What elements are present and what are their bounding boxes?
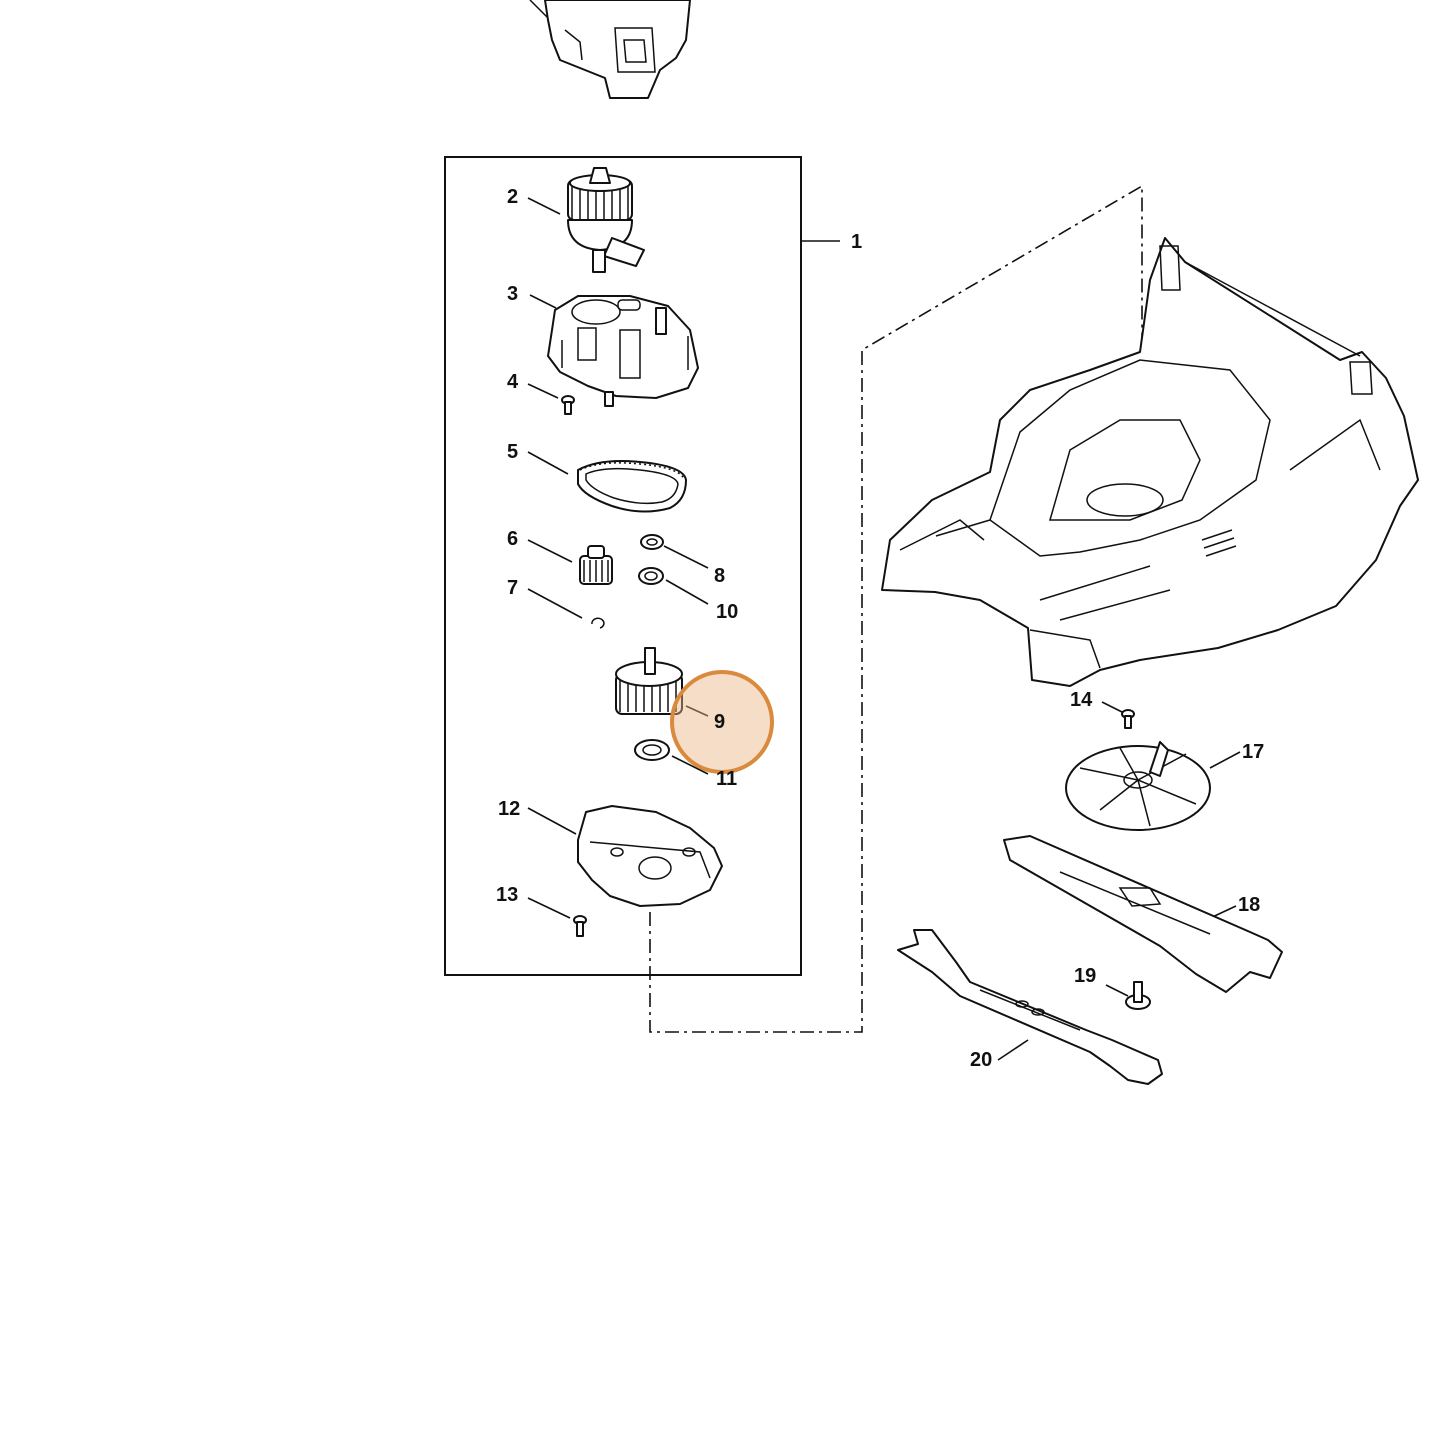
callout-13: 13 — [496, 884, 518, 906]
blade-part-18 — [1003, 835, 1283, 993]
upper-housing-part — [529, 294, 699, 407]
callout-2: 2 — [507, 186, 518, 208]
callout-14: 14 — [1070, 689, 1093, 711]
washer-part — [640, 534, 709, 569]
blade-part-20 — [897, 929, 1163, 1085]
callout-19: 19 — [1074, 965, 1096, 987]
screw-part-4 — [527, 383, 575, 415]
callout-12: 12 — [498, 798, 520, 820]
callout-11: 11 — [716, 768, 737, 790]
callout-8: 8 — [714, 565, 725, 587]
callout-7: 7 — [507, 577, 518, 599]
motor-part — [527, 167, 645, 273]
screw-part-14 — [1101, 701, 1135, 729]
pulley-part — [527, 539, 613, 585]
assembly-connector-lines — [649, 184, 1143, 1033]
callout-20: 20 — [970, 1049, 992, 1071]
lower-housing-part — [527, 805, 723, 907]
screw-part-13 — [527, 897, 587, 937]
bearing-part-11 — [634, 739, 709, 775]
callout-18: 18 — [1238, 894, 1260, 916]
callout-3: 3 — [507, 283, 518, 305]
drive-belt-part — [527, 451, 687, 513]
circlip-part — [527, 588, 605, 629]
callout-10: 10 — [716, 601, 738, 623]
callout-6: 6 — [507, 528, 518, 550]
callout-4: 4 — [507, 371, 519, 393]
assembly-frame — [444, 156, 802, 976]
callout-17: 17 — [1242, 741, 1264, 763]
callout-1: 1 — [851, 231, 862, 253]
top-housing-part — [529, 0, 691, 99]
mower-deck-part — [881, 237, 1419, 687]
callout-5: 5 — [507, 441, 518, 463]
highlight-circle — [670, 670, 774, 774]
callout-9: 9 — [714, 711, 725, 733]
fan-part — [1065, 741, 1241, 831]
bearing-part-10 — [638, 567, 709, 605]
blade-bolt-part — [1105, 981, 1151, 1010]
gear-wheel-part — [615, 647, 709, 717]
